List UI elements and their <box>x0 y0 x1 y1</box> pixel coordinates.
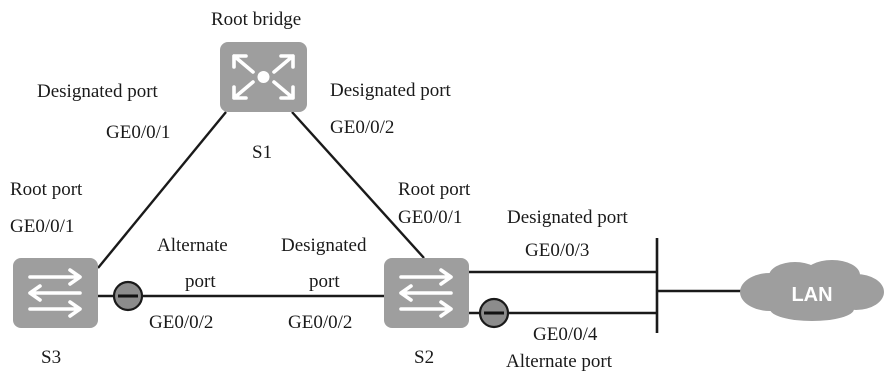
s2-lower-right-port-id: GE0/0/4 <box>533 324 598 345</box>
s2-left-port-role-line2: port <box>309 271 340 292</box>
s2-lower-right-port-role: Alternate port <box>506 351 613 372</box>
switch-s3[interactable] <box>13 258 98 328</box>
cloud-icon <box>740 260 884 321</box>
s3-name: S3 <box>41 347 61 368</box>
s1-right-port-role: Designated port <box>330 80 452 101</box>
s2-upper-right-port-role: Designated port <box>507 207 629 228</box>
s3-top-port-id: GE0/0/1 <box>10 216 74 237</box>
s2-top-port-role: Root port <box>398 179 471 200</box>
s3-right-port-role-line1: Alternate <box>157 235 228 256</box>
switch-icon <box>399 268 453 318</box>
s3-top-port-role: Root port <box>10 179 83 200</box>
s2-left-port-id: GE0/0/2 <box>288 312 352 333</box>
s2-left-port-role-line1: Designated <box>281 235 367 256</box>
s2-upper-right-port-id: GE0/0/3 <box>525 240 589 261</box>
s2-top-port-id: GE0/0/1 <box>398 207 462 228</box>
s1-left-port-role: Designated port <box>37 81 159 102</box>
s3-right-port-id: GE0/0/2 <box>149 312 213 333</box>
root-bridge-switch-icon <box>232 54 295 100</box>
blocked-port-s3-ge002 <box>112 280 144 312</box>
root-bridge-label: Root bridge <box>211 9 301 30</box>
link-s1-s2 <box>291 111 425 259</box>
s1-name: S1 <box>252 142 272 163</box>
switch-icon <box>28 268 82 318</box>
s2-name: S2 <box>414 347 434 368</box>
s3-right-port-role-line2: port <box>185 271 216 292</box>
lan-cloud[interactable]: LAN <box>740 260 884 321</box>
switch-s1[interactable] <box>220 42 307 112</box>
s1-left-port-id: GE0/0/1 <box>106 122 170 143</box>
lan-label: LAN <box>791 284 832 306</box>
link-s1-s3 <box>97 111 227 269</box>
switch-s2[interactable] <box>384 258 469 328</box>
s1-right-port-id: GE0/0/2 <box>330 117 394 138</box>
blocked-port-s2-ge004 <box>478 297 510 329</box>
